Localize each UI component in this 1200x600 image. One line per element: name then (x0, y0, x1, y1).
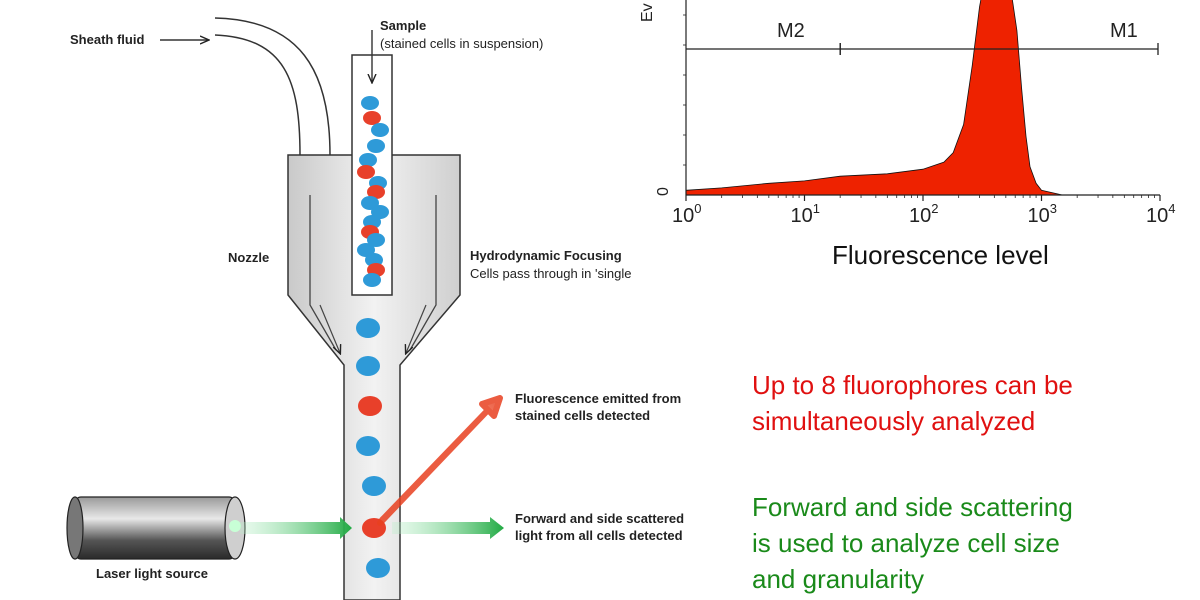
x-tick-label: 100 (672, 201, 701, 227)
cell (359, 153, 377, 167)
cell (366, 558, 390, 578)
cell (362, 476, 386, 496)
focusing-sub-label: Cells pass through in 'single file' (470, 266, 632, 281)
laser-label: Laser light source (96, 566, 208, 581)
histogram-ylabel: Ev (640, 3, 656, 22)
cell (356, 356, 380, 376)
cell (371, 123, 389, 137)
cell (363, 111, 381, 125)
focusing-label: Hydrodynamic Focusing (470, 248, 622, 263)
x-tick-label: 104 (1146, 201, 1175, 227)
cells-group (356, 96, 390, 578)
focusing-label-clip: Hydrodynamic Focusing Cells pass through… (470, 248, 632, 288)
histogram-area (685, 0, 1063, 196)
sheath-fluid-label: Sheath fluid (70, 32, 145, 47)
cell (356, 318, 380, 338)
nozzle-label: Nozzle (228, 250, 270, 265)
cell (357, 243, 375, 257)
histogram-y-zero-tick: 0 (655, 187, 672, 196)
sheath-tube-inner (214, 34, 301, 156)
x-tick-label: 101 (791, 201, 820, 227)
scatter-detected-label-2: light from all cells detected (515, 528, 683, 543)
cell (367, 233, 385, 247)
cell (367, 185, 385, 199)
cell (363, 273, 381, 287)
laser-body (74, 496, 236, 560)
note-scatter-line-2: is used to analyze cell size (752, 528, 1060, 558)
note-fluorophores-line-1: Up to 8 fluorophores can be (752, 370, 1073, 400)
x-tick-label: 102 (909, 201, 938, 227)
note-scatter-line-3: and granularity (752, 564, 924, 594)
histogram-xlabel: Fluorescence level (832, 240, 1049, 270)
sample-sub-label: (stained cells in suspension) (380, 36, 544, 51)
gate-label-m2: M2 (777, 20, 805, 42)
fluorescence-detected-label-1: Fluorescence emitted from (515, 391, 682, 406)
note-fluorophores-line-2: simultaneously analyzed (752, 406, 1036, 436)
fluorescence-detected-label-2: stained cells detected (515, 408, 651, 423)
nozzle-body (287, 154, 461, 600)
sheath-tube-outer (214, 17, 331, 156)
sample-label: Sample (380, 18, 427, 33)
emission-beam (377, 395, 503, 526)
cell (361, 96, 379, 110)
cell (371, 205, 389, 219)
cell (367, 139, 385, 153)
cell (358, 396, 382, 416)
cell (356, 436, 380, 456)
scatter-beam (392, 517, 504, 539)
cell (357, 165, 375, 179)
fluorescence-histogram: M2 M1 0 Ev 100 101 102 103 104 (640, 0, 1175, 227)
gate-label-m1: M1 (1110, 20, 1138, 42)
x-tick-label: 103 (1028, 201, 1057, 227)
note-scatter-line-1: Forward and side scattering (752, 492, 1073, 522)
scatter-detected-label-1: Forward and side scattered (515, 511, 685, 526)
laser-beam (240, 517, 352, 539)
